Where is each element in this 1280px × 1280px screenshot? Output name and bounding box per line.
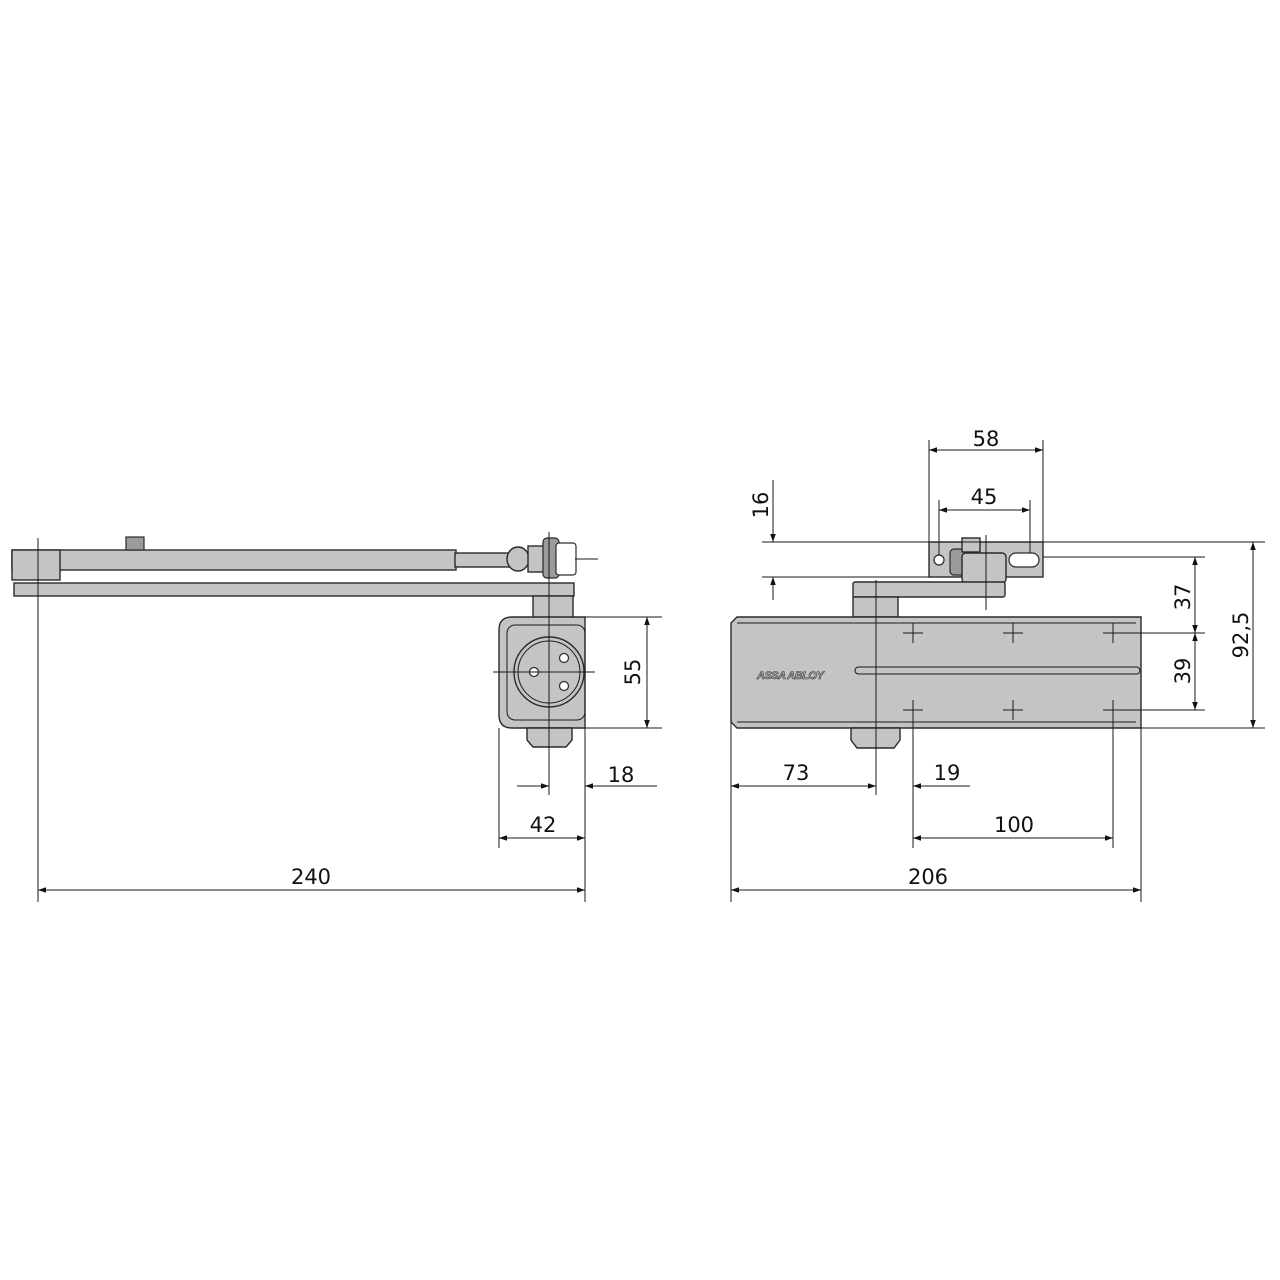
dim-206: 206 <box>908 865 948 889</box>
dim-18: 18 <box>608 763 635 787</box>
arm-pivot <box>961 552 1007 584</box>
bracket-slot <box>1008 552 1040 568</box>
dim-240: 240 <box>291 865 331 889</box>
dim-16: 16 <box>749 492 773 519</box>
body-slot <box>854 666 1141 675</box>
assa-abloy-logo: ASSA ABLOY <box>756 670 825 682</box>
arm-end-block <box>11 549 61 581</box>
front-view: ASSA ABLOY 58 45 16 37 39 92, <box>730 427 1265 902</box>
mount-hole <box>558 680 570 692</box>
bracket-hole <box>933 554 945 566</box>
dim-19: 19 <box>934 761 961 785</box>
mount-hole <box>558 652 570 664</box>
dim-55: 55 <box>621 659 645 686</box>
extension-rod <box>454 552 511 568</box>
dim-73: 73 <box>783 761 810 785</box>
dim-42: 42 <box>530 813 557 837</box>
spindle-stub <box>532 595 574 619</box>
closer-body-front <box>730 616 1142 729</box>
dim-100: 100 <box>994 813 1034 837</box>
dim-39: 39 <box>1171 658 1195 685</box>
bracket-loop <box>555 542 577 576</box>
adjust-screw <box>125 536 145 551</box>
side-view: 240 42 18 55 <box>11 532 662 902</box>
elbow-joint <box>506 546 530 572</box>
upper-arm <box>11 549 457 571</box>
dim-45: 45 <box>971 485 998 509</box>
lower-arm <box>13 582 575 597</box>
dim-37: 37 <box>1171 584 1195 611</box>
dim-92-5: 92,5 <box>1229 612 1253 659</box>
dim-58: 58 <box>973 427 1000 451</box>
closer-arm <box>852 581 1006 598</box>
